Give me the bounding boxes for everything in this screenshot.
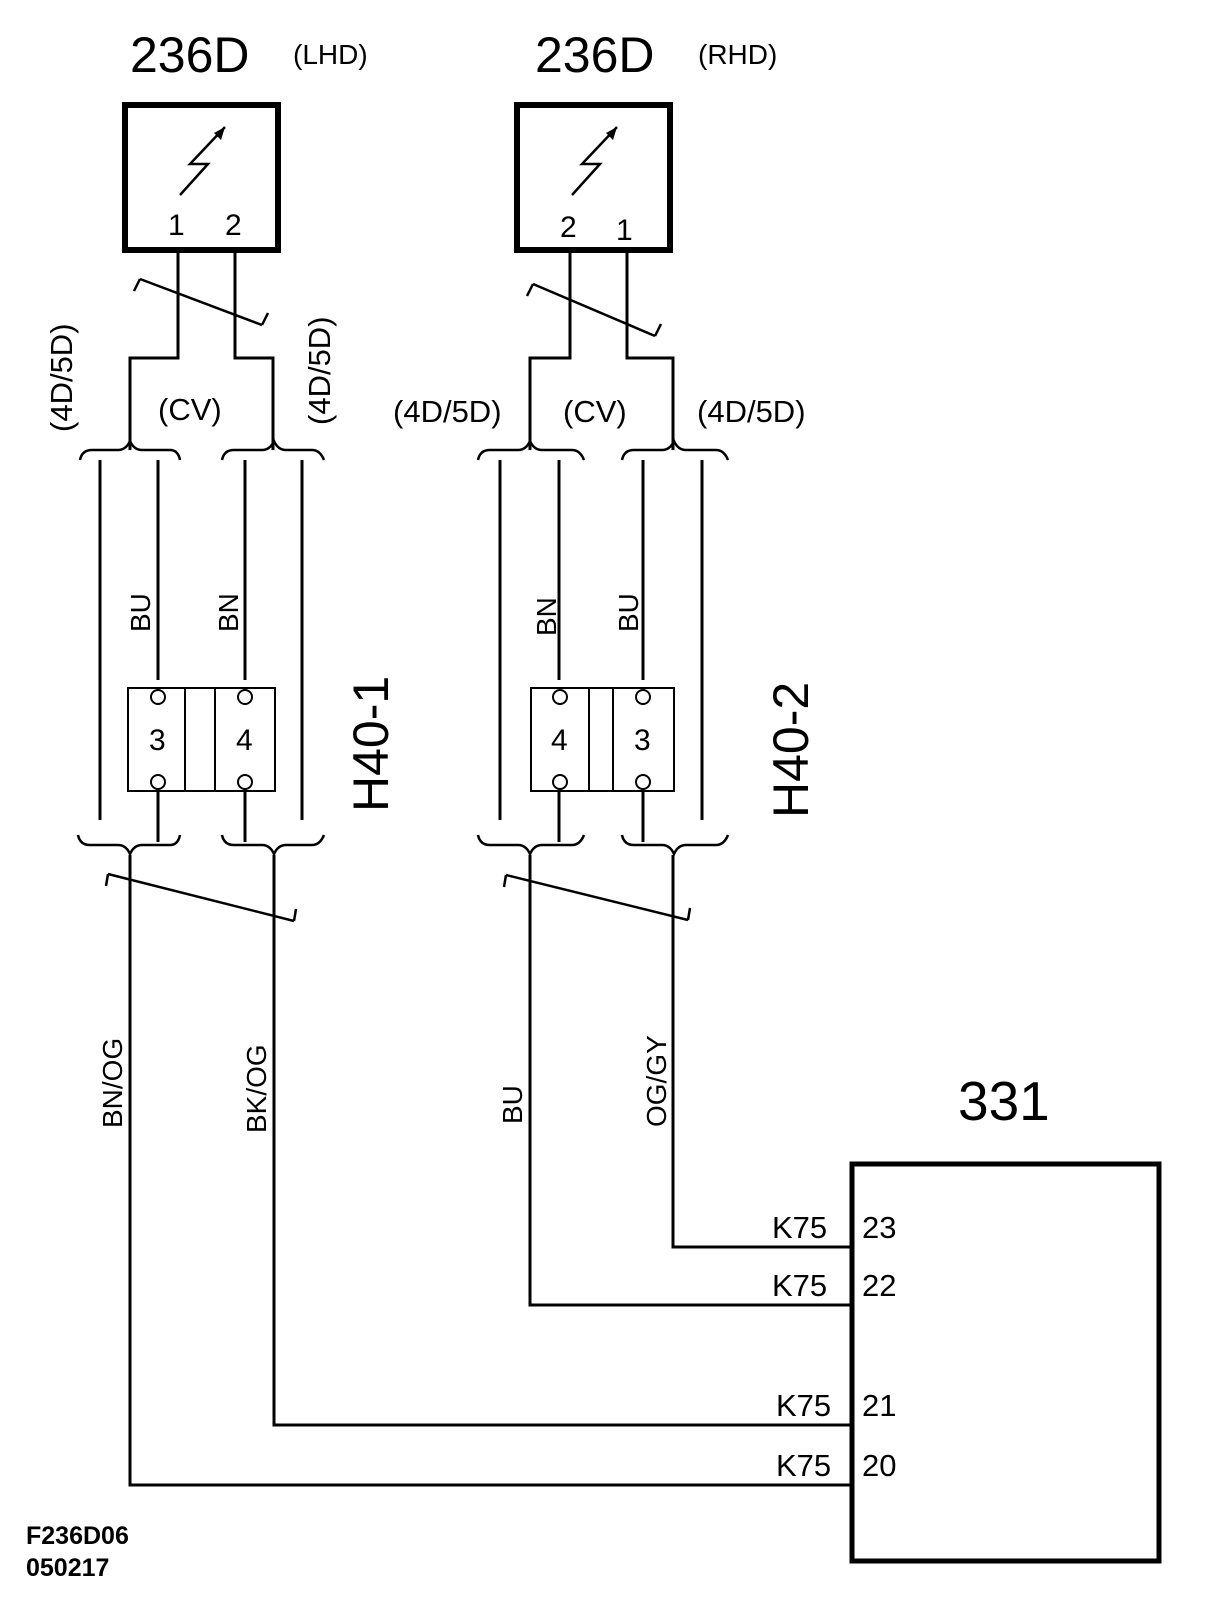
wire-color-label: BU xyxy=(613,593,644,632)
component-rhd-side: (RHD) xyxy=(698,39,777,70)
component-lhd-number: 236D xyxy=(130,27,250,83)
pin-terminal-icon xyxy=(552,689,568,705)
variant-label-rhd-right: (4D/5D) xyxy=(697,394,806,429)
variant-label-rhd-mid: (CV) xyxy=(563,394,627,429)
component-rhd-pin-right: 1 xyxy=(616,214,633,247)
wire-color-label: OG/GY xyxy=(641,1035,672,1127)
connector-pin-number: 4 xyxy=(236,724,253,757)
rhd-lower-wiring: BU OG/GY xyxy=(476,790,860,1307)
ecu-pin-connector: K75 xyxy=(776,1388,831,1423)
connector-h40-1-label: H40-1 xyxy=(343,676,399,812)
variant-label-lhd-mid: (CV) xyxy=(158,392,222,427)
sensor-symbol-icon xyxy=(571,126,618,196)
ecu-pin-number: 22 xyxy=(862,1268,896,1303)
wire-color-label: BN xyxy=(213,593,244,632)
ecu-pin-connector: K75 xyxy=(772,1268,827,1303)
connector-pin-number: 3 xyxy=(634,724,651,757)
pin-terminal-icon xyxy=(635,774,651,790)
wire-color-label: BU xyxy=(497,1085,528,1124)
component-236d-lhd: 236D (LHD) 1 2 xyxy=(122,27,368,253)
pin-terminal-icon xyxy=(635,689,651,705)
variant-label-rhd-left: (4D/5D) xyxy=(393,394,502,429)
connector-h40-2: 4 3 H40-2 xyxy=(530,682,819,818)
component-rhd-box xyxy=(514,102,673,253)
component-331-box xyxy=(849,1161,1162,1564)
ecu-pin-number: 21 xyxy=(862,1388,896,1423)
ecu-pin-number: 20 xyxy=(862,1448,896,1483)
diagram-id: F236D06 xyxy=(26,1522,129,1550)
pin-terminal-icon xyxy=(150,774,166,790)
wire-color-label: BK/OG xyxy=(241,1044,272,1133)
connector-pin-number: 3 xyxy=(149,724,166,757)
component-rhd-number: 236D xyxy=(535,27,655,83)
ecu-pin-connector: K75 xyxy=(772,1210,827,1245)
component-lhd-box xyxy=(122,102,281,253)
connector-h40-1: 3 4 H40-1 xyxy=(127,676,399,812)
diagram-footer: F236D06 050217 xyxy=(26,1522,129,1582)
ecu-pin-number: 23 xyxy=(862,1210,896,1245)
lhd-lower-wiring: BN/OG BK/OG xyxy=(76,790,860,1487)
connector-h40-2-label: H40-2 xyxy=(763,682,819,818)
wire-color-label: BN xyxy=(531,597,562,636)
pin-terminal-icon xyxy=(552,774,568,790)
ecu-pin-connector: K75 xyxy=(776,1448,831,1483)
component-lhd-side: (LHD) xyxy=(293,39,368,70)
wire-color-label: BU xyxy=(125,593,156,632)
pin-terminal-icon xyxy=(150,689,166,705)
lhd-upper-wiring: (4D/5D) (CV) (4D/5D) BU BN xyxy=(44,252,337,820)
component-lhd-pin-right: 2 xyxy=(225,209,242,242)
component-331-number: 331 xyxy=(958,1070,1050,1132)
rhd-upper-wiring: (4D/5D) (CV) (4D/5D) BN BU xyxy=(393,252,806,820)
pin-terminal-icon xyxy=(237,774,253,790)
sensor-symbol-icon xyxy=(179,126,226,196)
wire-color-label: BN/OG xyxy=(97,1038,128,1128)
connector-pin-number: 4 xyxy=(551,724,568,757)
component-rhd-pin-left: 2 xyxy=(560,211,577,244)
diagram-date: 050217 xyxy=(26,1554,109,1582)
component-236d-rhd: 236D (RHD) 2 1 xyxy=(514,27,777,253)
component-331: 331 K75 23 K75 22 K75 21 K75 20 xyxy=(772,1070,1162,1564)
pin-terminal-icon xyxy=(237,689,253,705)
variant-label-lhd-right: (4D/5D) xyxy=(302,316,337,425)
variant-label-lhd-left: (4D/5D) xyxy=(44,323,79,432)
component-lhd-pin-left: 1 xyxy=(168,209,185,242)
